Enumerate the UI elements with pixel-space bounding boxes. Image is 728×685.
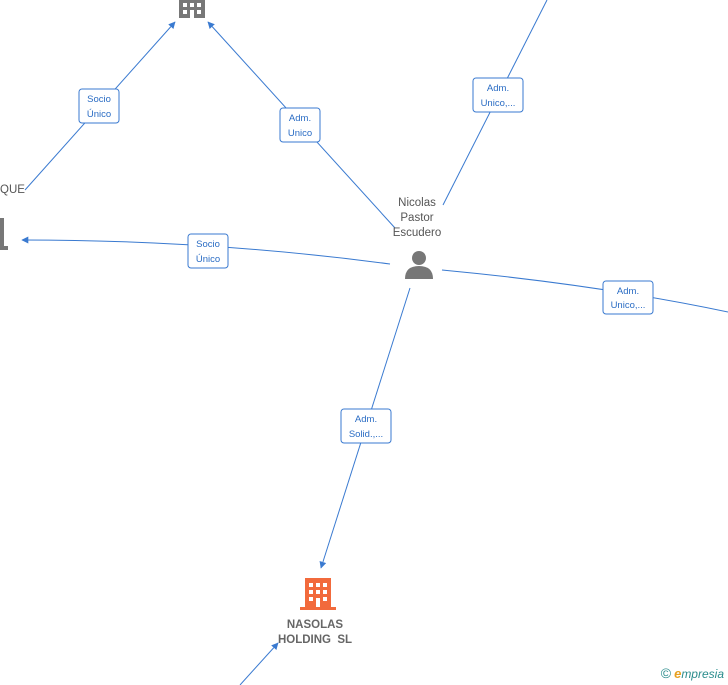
svg-text:Unico,...: Unico,... (611, 300, 646, 311)
node-company-top[interactable] (179, 0, 205, 18)
building-icon (300, 578, 336, 610)
building-icon (179, 0, 205, 18)
svg-text:NASOLAS: NASOLAS (287, 619, 344, 631)
svg-text:Adm.: Adm. (355, 414, 377, 425)
edge-label-adm-right[interactable]: Adm. Unico,... (602, 280, 654, 315)
edge-label-socio-top[interactable]: Socio Único (78, 88, 120, 124)
svg-text:Socio: Socio (196, 239, 220, 250)
svg-text:Único: Único (196, 254, 220, 265)
edge-adm-right (441, 269, 728, 313)
svg-text:Solid.,...: Solid.,... (349, 429, 383, 440)
svg-text:Nicolas: Nicolas (398, 197, 436, 209)
svg-text:Único: Único (87, 109, 111, 120)
copyright-icon: © (660, 665, 672, 681)
brand-logo: empresia (674, 665, 724, 681)
node-person[interactable]: Nicolas Pastor Escudero (393, 197, 442, 279)
copyright-footer: © empresia (661, 665, 724, 681)
svg-text:Pastor: Pastor (400, 212, 433, 224)
building-icon (0, 218, 8, 250)
edge-label-adm-main[interactable]: Adm. Solid.,... (340, 408, 392, 444)
edge-bottom-incoming (239, 642, 279, 685)
edge-label-adm-upright[interactable]: Adm. Unico,... (472, 77, 524, 113)
svg-text:Unico: Unico (288, 128, 312, 139)
svg-text:Unico,...: Unico,... (481, 98, 516, 109)
svg-text:Adm.: Adm. (289, 113, 311, 124)
node-company-left-label: QUE (0, 184, 25, 196)
node-company-main[interactable]: NASOLAS HOLDING SL (278, 578, 352, 646)
svg-text:Adm.: Adm. (487, 83, 509, 94)
edge-label-adm-top[interactable]: Adm. Unico (279, 107, 321, 143)
node-company-left[interactable]: QUE (0, 184, 25, 250)
svg-text:Socio: Socio (87, 94, 111, 105)
person-icon (405, 251, 433, 279)
edge-label-socio-left[interactable]: Socio Único (187, 233, 229, 269)
svg-text:Escudero: Escudero (393, 227, 442, 239)
svg-text:Adm.: Adm. (617, 286, 639, 297)
svg-text:HOLDING SL: HOLDING SL (278, 634, 352, 646)
